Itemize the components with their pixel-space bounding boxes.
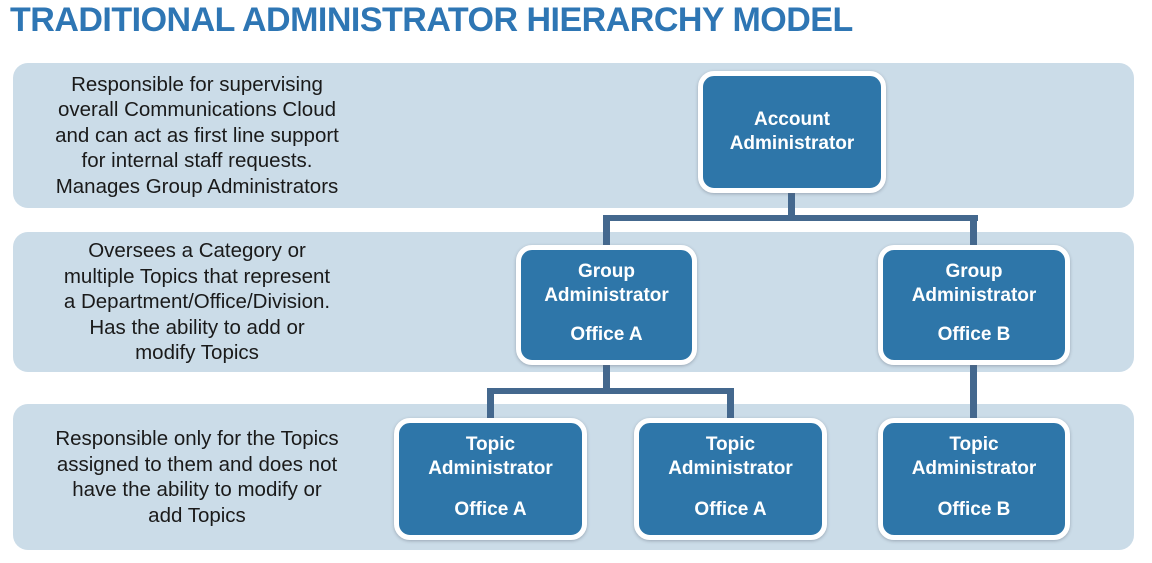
node-office-label: Office A — [694, 499, 767, 520]
node-role-label: Topic Administrator — [911, 434, 1037, 479]
node-role-label: Topic Administrator — [428, 434, 553, 479]
node-role-label: Topic Administrator — [668, 434, 793, 479]
connector-to-topic-a1 — [487, 388, 494, 419]
org-node-topic-administrator-office-b: Topic Administrator Office B — [878, 418, 1070, 540]
org-node-group-administrator-office-b: Group Administrator Office B — [878, 245, 1070, 365]
node-role-label: Group Administrator — [911, 261, 1037, 306]
description-line: Oversees a Category or — [88, 239, 306, 263]
tier-description-account-admin: Responsible for supervising overall Comm… — [21, 63, 373, 208]
node-office-label: Office A — [454, 499, 527, 520]
description-line: modify Topics — [135, 341, 259, 365]
connector-level1-horizontal — [603, 215, 978, 221]
connector-to-topic-a2 — [727, 388, 734, 419]
connector-group-b-to-topic-b — [970, 362, 977, 419]
connector-to-group-a — [603, 215, 610, 246]
page-title: TRADITIONAL ADMINISTRATOR HIERARCHY MODE… — [10, 1, 853, 39]
description-line: for internal staff requests. — [81, 149, 313, 173]
description-line: have the ability to modify or — [72, 478, 322, 501]
org-node-account-administrator: Account Administrator — [698, 71, 886, 193]
org-node-group-administrator-office-a: Group Administrator Office A — [516, 245, 697, 365]
description-line: Manages Group Administrators — [55, 174, 339, 198]
description-line: Responsible for supervising — [71, 72, 323, 96]
connector-level2-horizontal — [487, 388, 734, 394]
node-role-label: Group Administrator — [544, 261, 669, 306]
node-office-label: Office B — [937, 324, 1011, 345]
description-line: Has the ability to add or — [89, 315, 305, 339]
connector-to-group-b — [970, 215, 977, 246]
node-office-label: Office B — [937, 499, 1011, 520]
connector-group-a-down-stub — [603, 362, 610, 391]
description-line: a Department/Office/Division. — [63, 290, 331, 314]
org-node-topic-administrator-office-a-1: Topic Administrator Office A — [394, 418, 587, 540]
description-line: and can act as first line support — [55, 123, 339, 147]
description-line: multiple Topics that represent — [63, 264, 331, 288]
description-line: add Topics — [148, 503, 246, 527]
tier-description-group-admin: Oversees a Category or multiple Topics t… — [21, 232, 373, 372]
description-line: assigned to them and does not — [56, 452, 338, 476]
description-line: overall Communications Cloud — [57, 98, 336, 122]
node-office-label: Office A — [570, 324, 643, 345]
tier-band-account-admin: Responsible for supervising overall Comm… — [13, 63, 1134, 208]
node-role-label: Account Administrator — [729, 109, 855, 154]
connector-account-down-stub — [788, 190, 795, 218]
tier-description-topic-admin: Responsible only for the Topics assigned… — [21, 404, 373, 550]
description-line: Responsible only for the Topics — [55, 427, 339, 450]
org-node-topic-administrator-office-a-2: Topic Administrator Office A — [634, 418, 827, 540]
